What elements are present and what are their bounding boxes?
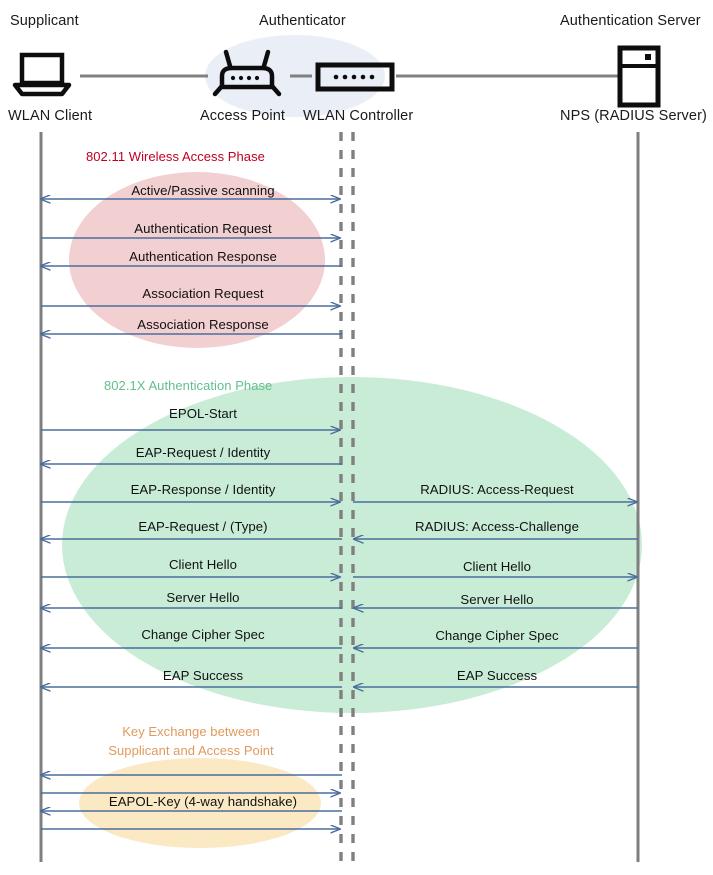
laptop-icon [12, 52, 72, 97]
message-label: Server Hello [460, 592, 534, 607]
column-role-supplicant: Supplicant [10, 13, 79, 29]
message-label: RADIUS: Access-Request [420, 482, 574, 497]
access-point-icon [212, 49, 282, 97]
column-role-authenticator: Authenticator [259, 13, 346, 29]
message-label: Change Cipher Spec [435, 628, 559, 643]
column-name-access-point: Access Point [200, 108, 286, 124]
column-role-authentication-server: Authentication Server [560, 13, 701, 29]
message-label: Server Hello [166, 590, 240, 605]
message-label: Association Request [142, 286, 264, 301]
message-label: EAP Success [456, 668, 538, 683]
column-name-wlan-client: WLAN Client [8, 108, 93, 124]
message-label: Active/Passive scanning [131, 183, 275, 198]
phase-label-wireless-access: 802.11 Wireless Access Phase [86, 149, 265, 164]
message-label: Change Cipher Spec [141, 627, 265, 642]
message-label: EAP-Request / Identity [135, 445, 271, 460]
phase-ellipse-dot1x-auth [62, 377, 642, 713]
column-name-nps-radius-server: NPS (RADIUS Server) [560, 108, 707, 124]
message-arrows-right [353, 502, 638, 687]
message-label: Authentication Request [134, 221, 272, 236]
message-label: Client Hello [168, 557, 238, 572]
message-label: Authentication Response [129, 249, 277, 264]
message-label: RADIUS: Access-Challenge [415, 519, 579, 534]
message-label: EPOL-Start [169, 406, 237, 421]
phase-label-key-exchange-line2: Supplicant and Access Point [108, 743, 274, 758]
message-label: EAP-Response / Identity [130, 482, 276, 497]
message-label: EAPOL-Key (4-way handshake) [108, 794, 298, 809]
message-arrows-left [41, 199, 342, 829]
phase-label-dot1x-auth: 802.1X Authentication Phase [104, 378, 273, 393]
message-label: EAP-Request / (Type) [138, 519, 268, 534]
message-label: EAP Success [162, 668, 244, 683]
phase-label-key-exchange-line1: Key Exchange between [122, 724, 260, 739]
message-label: Client Hello [462, 559, 532, 574]
message-label: Association Response [137, 317, 269, 332]
server-icon [617, 45, 661, 108]
phase-ellipse-key-exchange [79, 758, 321, 848]
phase-ellipse-wireless-access [69, 172, 325, 348]
column-name-wlan-controller: WLAN Controller [303, 108, 414, 124]
wlan-controller-icon [315, 62, 395, 92]
